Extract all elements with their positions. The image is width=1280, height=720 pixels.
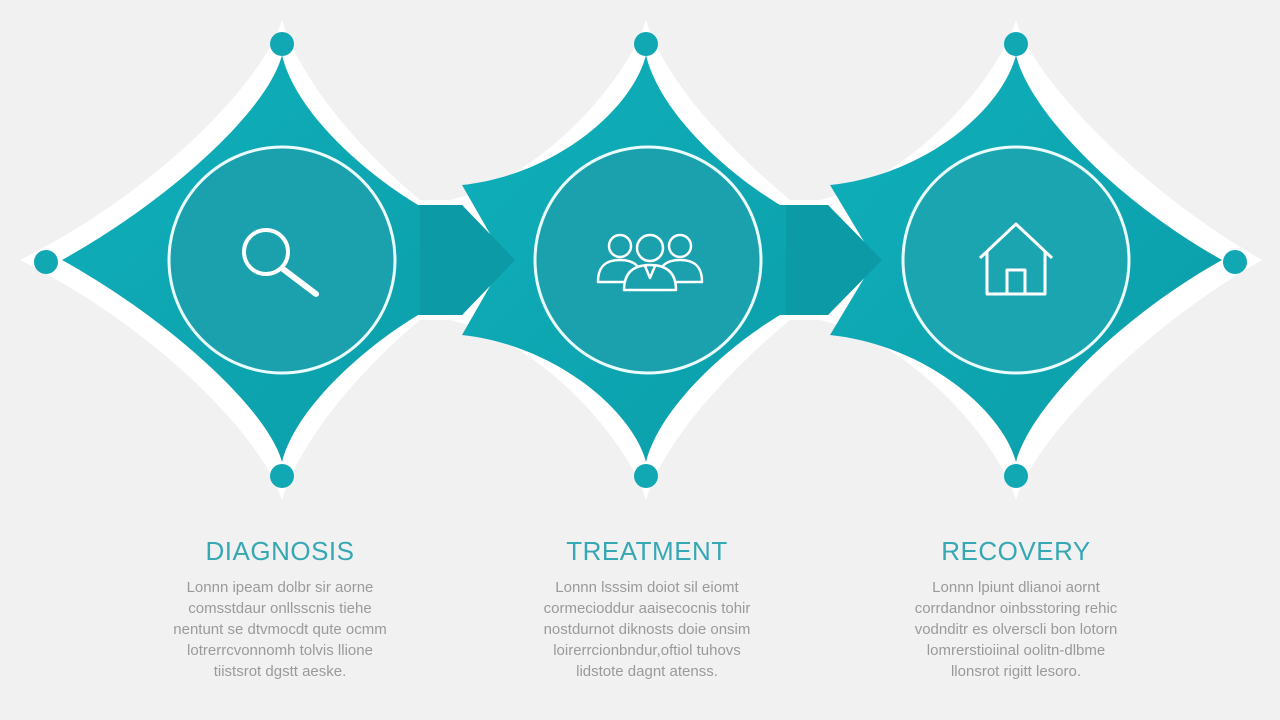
step-diagnosis: DIAGNOSIS Lonnn ipeam dolbr sir aorne co…: [130, 536, 430, 682]
description-line: nentunt se dtvmocdt qute ocmm: [173, 621, 387, 638]
description-line: corrdandnor oinbsstoring rehic: [914, 600, 1118, 617]
description-line: lotrerrcvonnomh tolvis llione: [187, 642, 373, 659]
step-treatment: TREATMENT Lonnn lsssim doiot sil eiomt c…: [497, 536, 797, 682]
description-line: loirerrcionbndur,oftiol tuhovs: [553, 642, 741, 659]
step-title: DIAGNOSIS: [205, 536, 355, 566]
description-line: vodnditr es olverscli bon lotorn: [914, 621, 1118, 638]
step-description: Lonnn lpiunt dlianoi aornt corrdandnor o…: [866, 577, 1166, 682]
step-recovery: RECOVERY Lonnn lpiunt dlianoi aornt corr…: [866, 536, 1166, 682]
description-line: Lonnn ipeam dolbr sir aorne: [186, 579, 374, 596]
house-icon: [978, 222, 1054, 296]
magnifier-icon: [242, 228, 319, 297]
people-group-icon: [596, 233, 704, 292]
step-title: TREATMENT: [566, 536, 728, 566]
description-line: comsstdaur onllsscnis tiehe: [188, 600, 372, 617]
step-description: Lonnn lsssim doiot sil eiomt cormecioddu…: [497, 577, 797, 682]
dot: [1223, 250, 1247, 274]
description-line: tiistsrot dgstt aeske.: [213, 663, 347, 680]
dot: [34, 250, 58, 274]
dot: [1004, 464, 1028, 488]
arrow-diagnosis-to-treatment: [420, 205, 515, 315]
description-line: lidstote dagnt atenss.: [576, 663, 718, 680]
dot: [634, 464, 658, 488]
description-line: llonsrot rigitt lesoro.: [950, 663, 1082, 680]
connector-arrows: [420, 205, 882, 315]
description-line: cormecioddur aaisecocnis tohir: [543, 600, 751, 617]
description-line: Lonnn lpiunt dlianoi aornt: [932, 579, 1100, 596]
arrow-treatment-to-recovery: [786, 205, 882, 315]
description-line: Lonnn lsssim doiot sil eiomt: [555, 579, 739, 596]
dot: [270, 32, 294, 56]
circle-diagnosis: [167, 145, 397, 375]
circle-recovery: [901, 145, 1131, 375]
dot: [634, 32, 658, 56]
description-line: lomrerstioiinal oolitn-dlbme: [926, 642, 1106, 659]
endpoint-dots: [34, 32, 1247, 488]
dot: [1004, 32, 1028, 56]
step-title: RECOVERY: [941, 536, 1091, 566]
description-line: nostdurnot diknosts doie onsim: [543, 621, 751, 638]
step-description: Lonnn ipeam dolbr sir aorne comsstdaur o…: [130, 577, 430, 682]
dot: [270, 464, 294, 488]
